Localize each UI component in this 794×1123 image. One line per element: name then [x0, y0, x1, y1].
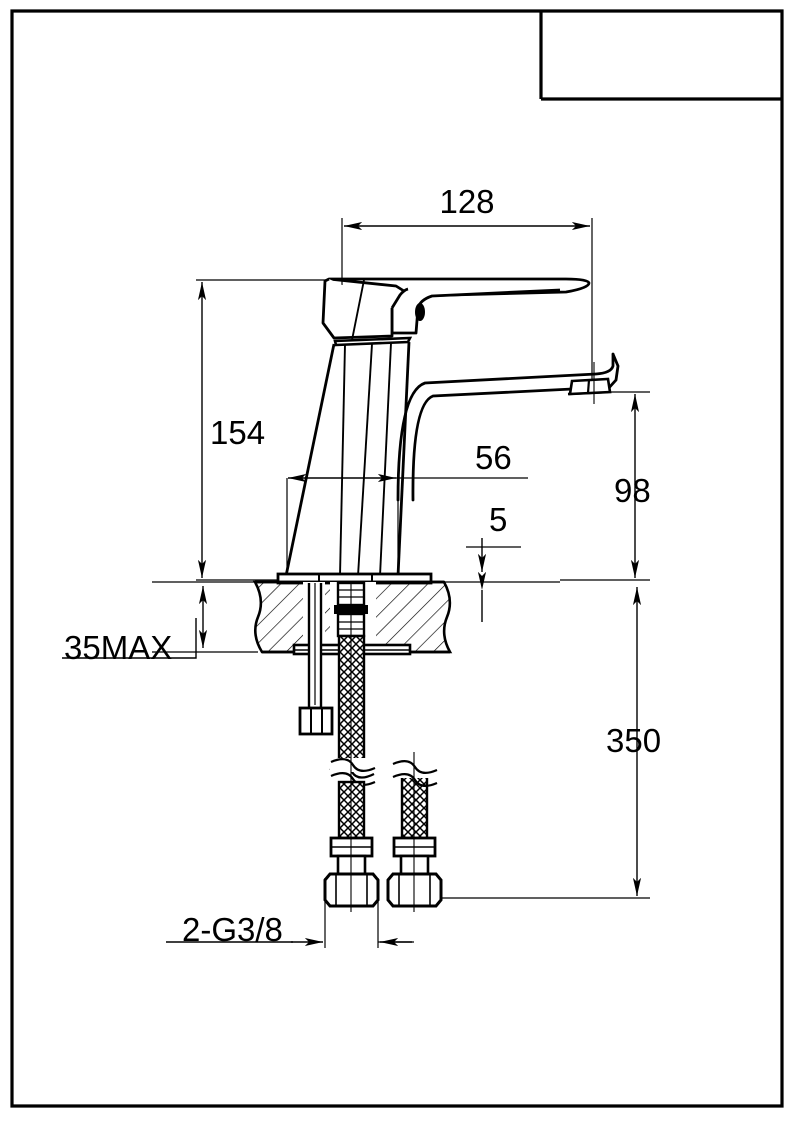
dimension-label-128: 128 — [439, 183, 494, 220]
dimension-128 — [341, 218, 593, 380]
braided-supply-hose-left — [323, 634, 380, 912]
dimension-5 — [440, 538, 560, 622]
title-block — [539, 11, 782, 101]
aerator-nozzle — [568, 362, 612, 404]
dimension-label-2-g38: 2-G3/8 — [182, 911, 283, 948]
dimension-label-35max: 35MAX — [64, 629, 172, 666]
braided-supply-hose-right — [386, 752, 443, 912]
lever-handle — [321, 277, 591, 341]
handle-pivot-boss — [415, 303, 425, 321]
dimension-154 — [196, 279, 345, 581]
dimension-label-98: 98 — [614, 472, 651, 509]
dimension-label-5: 5 — [489, 501, 507, 538]
dimension-label-350: 350 — [606, 722, 661, 759]
dimension-35max — [62, 581, 258, 659]
dimension-label-56: 56 — [475, 439, 512, 476]
faucet-body — [284, 336, 413, 577]
dimension-350 — [430, 587, 650, 899]
drawing-frame — [10, 9, 784, 1108]
threaded-shank — [334, 581, 368, 640]
break-line — [329, 758, 376, 786]
pop-up-drain-rod — [307, 583, 323, 714]
rod-clamp — [298, 706, 334, 736]
dimension-label-154: 154 — [210, 414, 265, 451]
